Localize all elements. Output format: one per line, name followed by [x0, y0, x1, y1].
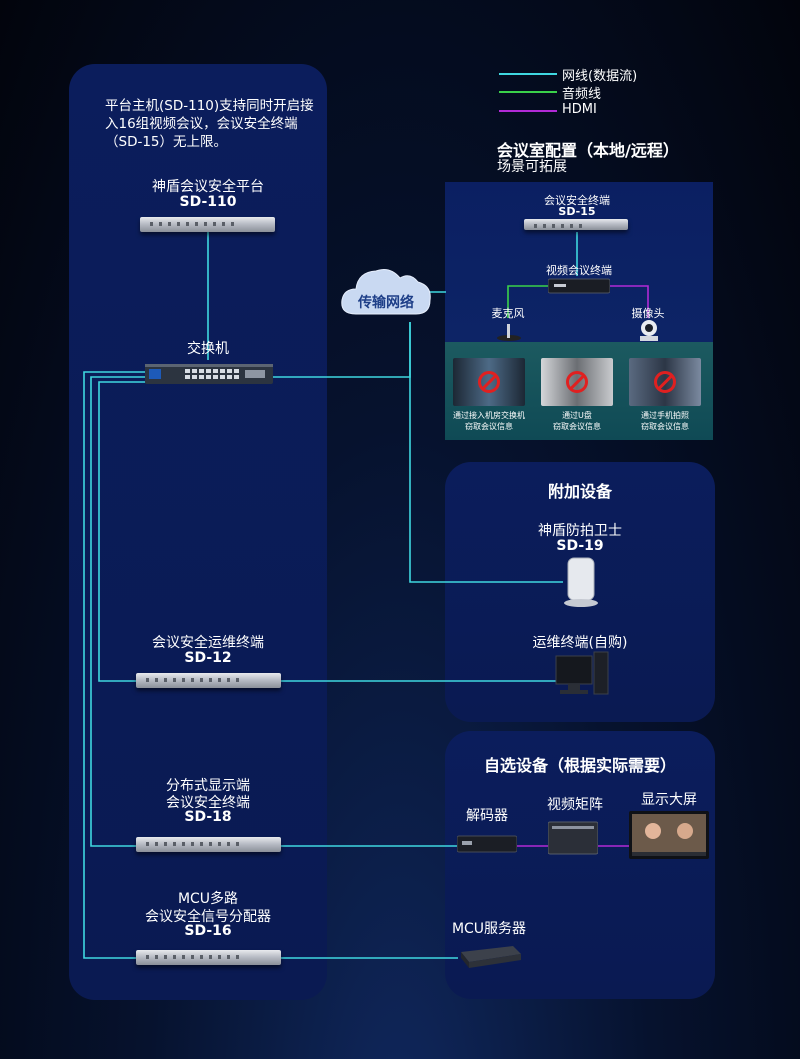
optional-title: 自选设备（根据实际需要） [484, 752, 676, 776]
mcu-server-device [457, 942, 523, 972]
line-switch-sd12 [99, 382, 150, 681]
sd12-name: 会议安全运维终端 [152, 632, 264, 652]
photo-3-line2: 窃取会议信息 [641, 421, 689, 432]
no-entry-icon [478, 371, 500, 393]
sd15-device [524, 219, 628, 230]
line-switch-cloud [272, 322, 410, 377]
platform-device [140, 217, 275, 232]
switch-name: 交换机 [187, 338, 229, 358]
decoder-label: 解码器 [466, 805, 508, 825]
no-entry-icon [654, 371, 676, 393]
guard-device [560, 556, 602, 608]
photo-2-caption: 通过U盘 窃取会议信息 [553, 410, 601, 432]
cloud-label: 传输网络 [358, 292, 414, 312]
camera-icon [634, 318, 664, 344]
ops-pc-label: 运维终端(自购) [533, 632, 628, 652]
guard-name: 神盾防拍卫士 [538, 520, 622, 540]
photo-1-line2: 窃取会议信息 [453, 421, 525, 432]
mcu-server-label: MCU服务器 [452, 918, 526, 938]
mic-label: 麦克风 [492, 305, 525, 321]
platform-model: SD-110 [180, 194, 237, 210]
sd18-device [136, 837, 281, 852]
line-switch-sd18 [91, 377, 150, 846]
photo-2-line1: 通过U盘 [553, 410, 601, 421]
sd16-line1: MCU多路 [178, 888, 238, 908]
no-entry-icon [566, 371, 588, 393]
photo-3-line1: 通过手机拍照 [641, 410, 689, 421]
sd18-model: SD-18 [184, 809, 231, 825]
video-terminal-label: 视频会议终端 [546, 262, 612, 278]
intro-line-1: 平台主机(SD-110)支持同时开启接 [105, 97, 314, 115]
screen-label: 显示大屏 [641, 789, 697, 809]
video-terminal-device [548, 277, 610, 295]
photo-server-room [453, 358, 525, 406]
intro-line-3: （SD-15）无上限。 [105, 133, 314, 151]
addon-title: 附加设备 [548, 478, 612, 502]
ops-pc-device [554, 650, 610, 696]
intro-text: 平台主机(SD-110)支持同时开启接 入16组视频会议，会议安全终端 （SD-… [105, 97, 314, 151]
photo-1-line1: 通过接入机房交换机 [453, 410, 525, 421]
sd16-model: SD-16 [184, 923, 231, 939]
photo-2-line2: 窃取会议信息 [553, 421, 601, 432]
platform-name: 神盾会议安全平台 [152, 176, 264, 196]
intro-line-2: 入16组视频会议，会议安全终端 [105, 115, 314, 133]
sd15-model: SD-15 [558, 205, 595, 218]
line-switch-mcu [84, 372, 150, 958]
sd12-device [136, 673, 281, 688]
photo-phone [629, 358, 701, 406]
switch-device [145, 362, 273, 386]
room-subtitle: 场景可拓展 [497, 156, 567, 176]
photo-3-caption: 通过手机拍照 窃取会议信息 [641, 410, 689, 432]
microphone-icon [494, 322, 524, 342]
decoder-device [457, 832, 517, 856]
guard-model: SD-19 [556, 538, 603, 554]
matrix-device [548, 818, 598, 858]
sd16-device [136, 950, 281, 965]
photo-usb [541, 358, 613, 406]
photo-1-caption: 通过接入机房交换机 窃取会议信息 [453, 410, 525, 432]
sd12-model: SD-12 [184, 650, 231, 666]
matrix-label: 视频矩阵 [547, 794, 603, 814]
screen-device [629, 811, 709, 859]
